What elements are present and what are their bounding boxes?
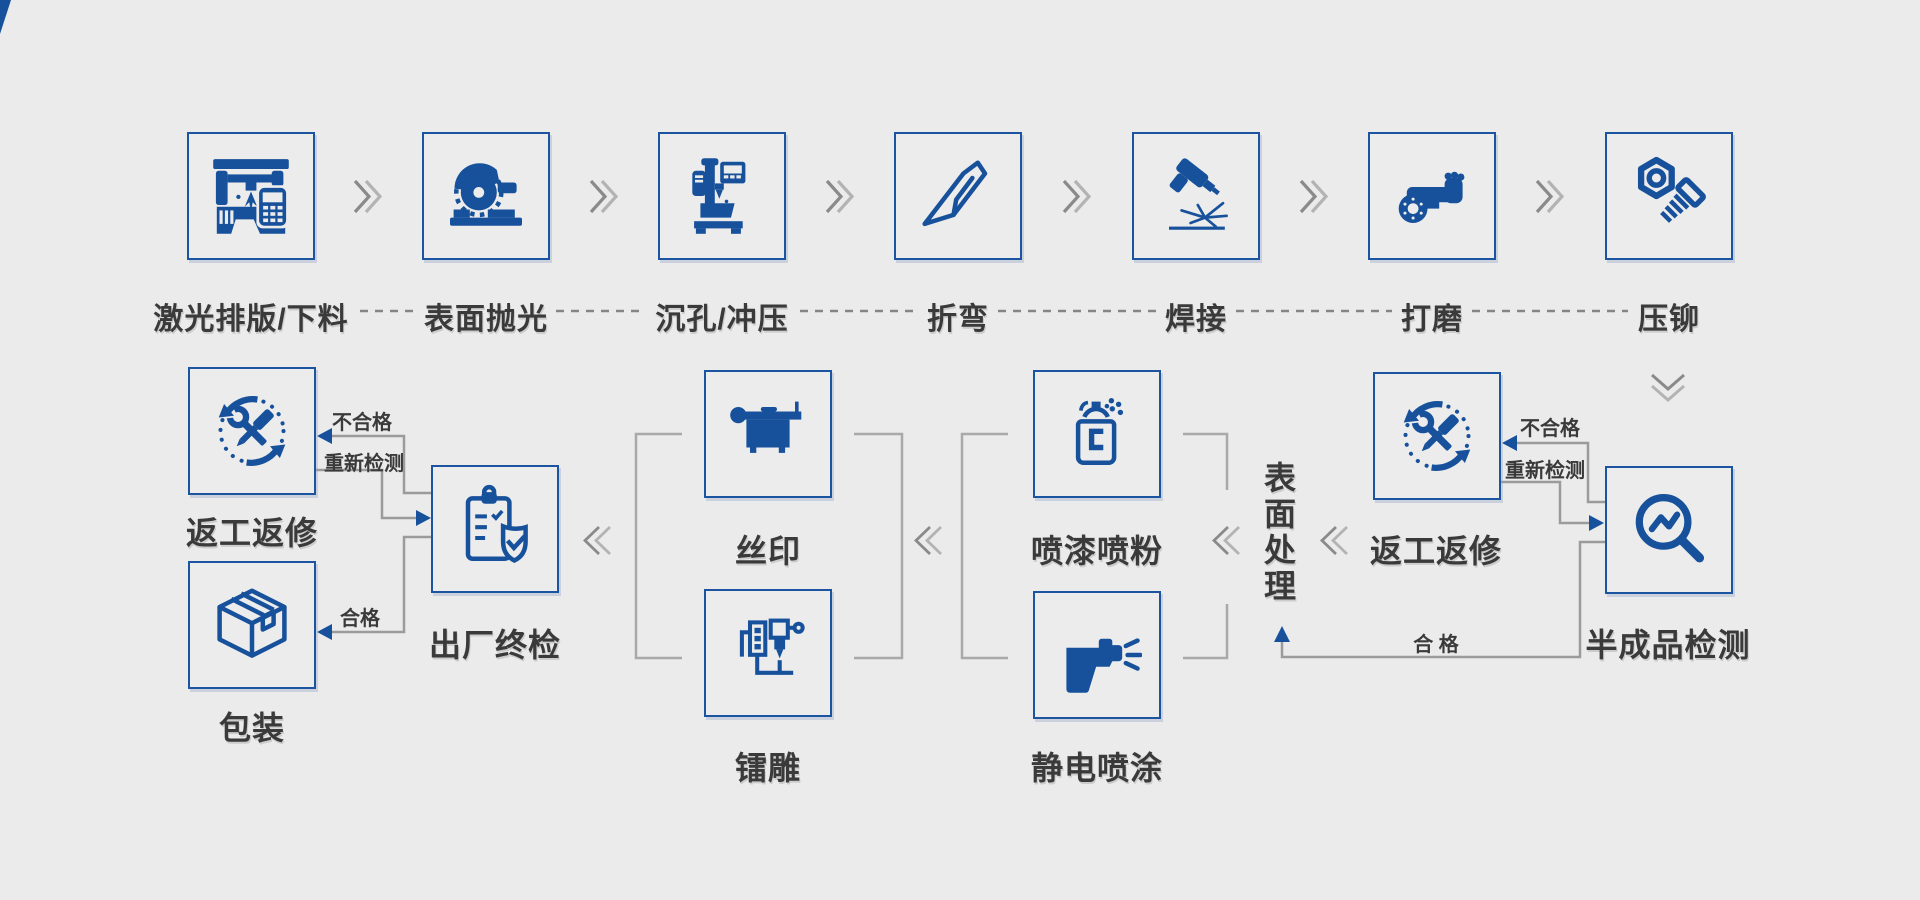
step-label-welding: 焊接: [1165, 303, 1227, 336]
laser-engraver-icon: [739, 618, 805, 675]
nut-bolt-icon: [1637, 156, 1706, 223]
spray-can-icon: [1075, 398, 1124, 466]
node-label-rework-right: 返工返修: [1369, 533, 1502, 569]
edge-label-right-recheck: 重新检测: [1505, 460, 1585, 482]
node-paint-powder: [1033, 370, 1161, 498]
bracket-right-paint-top: [1183, 432, 1229, 490]
step-label-riveting: 压铆: [1638, 303, 1700, 336]
chevron-down-icon: [1651, 373, 1685, 402]
bracket-right-paint-bottom: [1183, 604, 1229, 660]
step-label-grinding: 打磨: [1401, 303, 1463, 336]
drill-press-icon: [692, 158, 746, 234]
node-label-laser-engraving: 镭雕: [734, 750, 801, 786]
node-label-surface-treatment: 表面处理: [1263, 460, 1296, 604]
edge-label-right-pass: 合 格: [1413, 634, 1459, 656]
rework-tools-icon: [218, 396, 286, 466]
node-bending: [894, 132, 1022, 260]
node-label-electrostatic-spraying: 静电喷涂: [1030, 750, 1163, 786]
node-riveting: [1605, 132, 1733, 260]
rework-tools-icon: [1403, 401, 1471, 471]
node-label-semi-finished-inspection: 半成品检测: [1585, 627, 1751, 663]
edge-label-left-fail: 不合格: [332, 412, 392, 434]
step-label-bending: 折弯: [927, 303, 989, 336]
package-box-icon: [217, 588, 287, 658]
node-rework-left: [188, 367, 316, 495]
node-laser-engraving: [704, 589, 832, 717]
node-final-inspection: [431, 465, 559, 593]
edge-right-recheck: [1501, 480, 1590, 525]
angle-grinder-icon: [1398, 171, 1465, 223]
screen-printer-icon: [730, 401, 802, 453]
node-rework-right: [1373, 372, 1501, 500]
node-label-rework-left: 返工返修: [185, 515, 318, 551]
node-label-final-inspection: 出厂终检: [428, 627, 561, 663]
node-grinding: [1368, 132, 1496, 260]
node-semi-finished-inspection: [1605, 466, 1733, 594]
inspection-clipboard-icon: [465, 484, 528, 563]
magnifier-chart-icon: [1635, 494, 1705, 563]
spray-gun-icon: [1066, 638, 1142, 693]
node-packing: [188, 561, 316, 689]
corner-triangle: [0, 0, 11, 34]
node-welding: [1132, 132, 1260, 260]
node-countersink-stamping: [658, 132, 786, 260]
node-label-paint-powder: 喷漆喷粉: [1030, 533, 1163, 569]
step-label-surface-polishing: 表面抛光: [424, 303, 548, 336]
node-surface-polishing: [422, 132, 550, 260]
laser-cutter-icon: [213, 159, 289, 234]
edge-label-right-fail: 不合格: [1520, 418, 1580, 440]
edge-label-left-recheck: 重新检测: [324, 453, 404, 475]
polishing-machine-icon: [450, 163, 522, 226]
step-label-countersink: 沉孔/冲压: [655, 303, 789, 336]
node-laser-cutting: [187, 132, 315, 260]
edge-label-left-pass: 合格: [340, 608, 380, 630]
node-electrostatic-spraying: [1033, 591, 1161, 719]
node-silkscreen: [704, 370, 832, 498]
node-label-packing: 包装: [218, 710, 285, 746]
welding-torch-icon: [1169, 158, 1228, 230]
bent-sheet-icon: [922, 160, 988, 227]
step-label-laser-cutting: 激光排版/下料: [153, 303, 349, 336]
node-label-silkscreen: 丝印: [734, 533, 801, 569]
